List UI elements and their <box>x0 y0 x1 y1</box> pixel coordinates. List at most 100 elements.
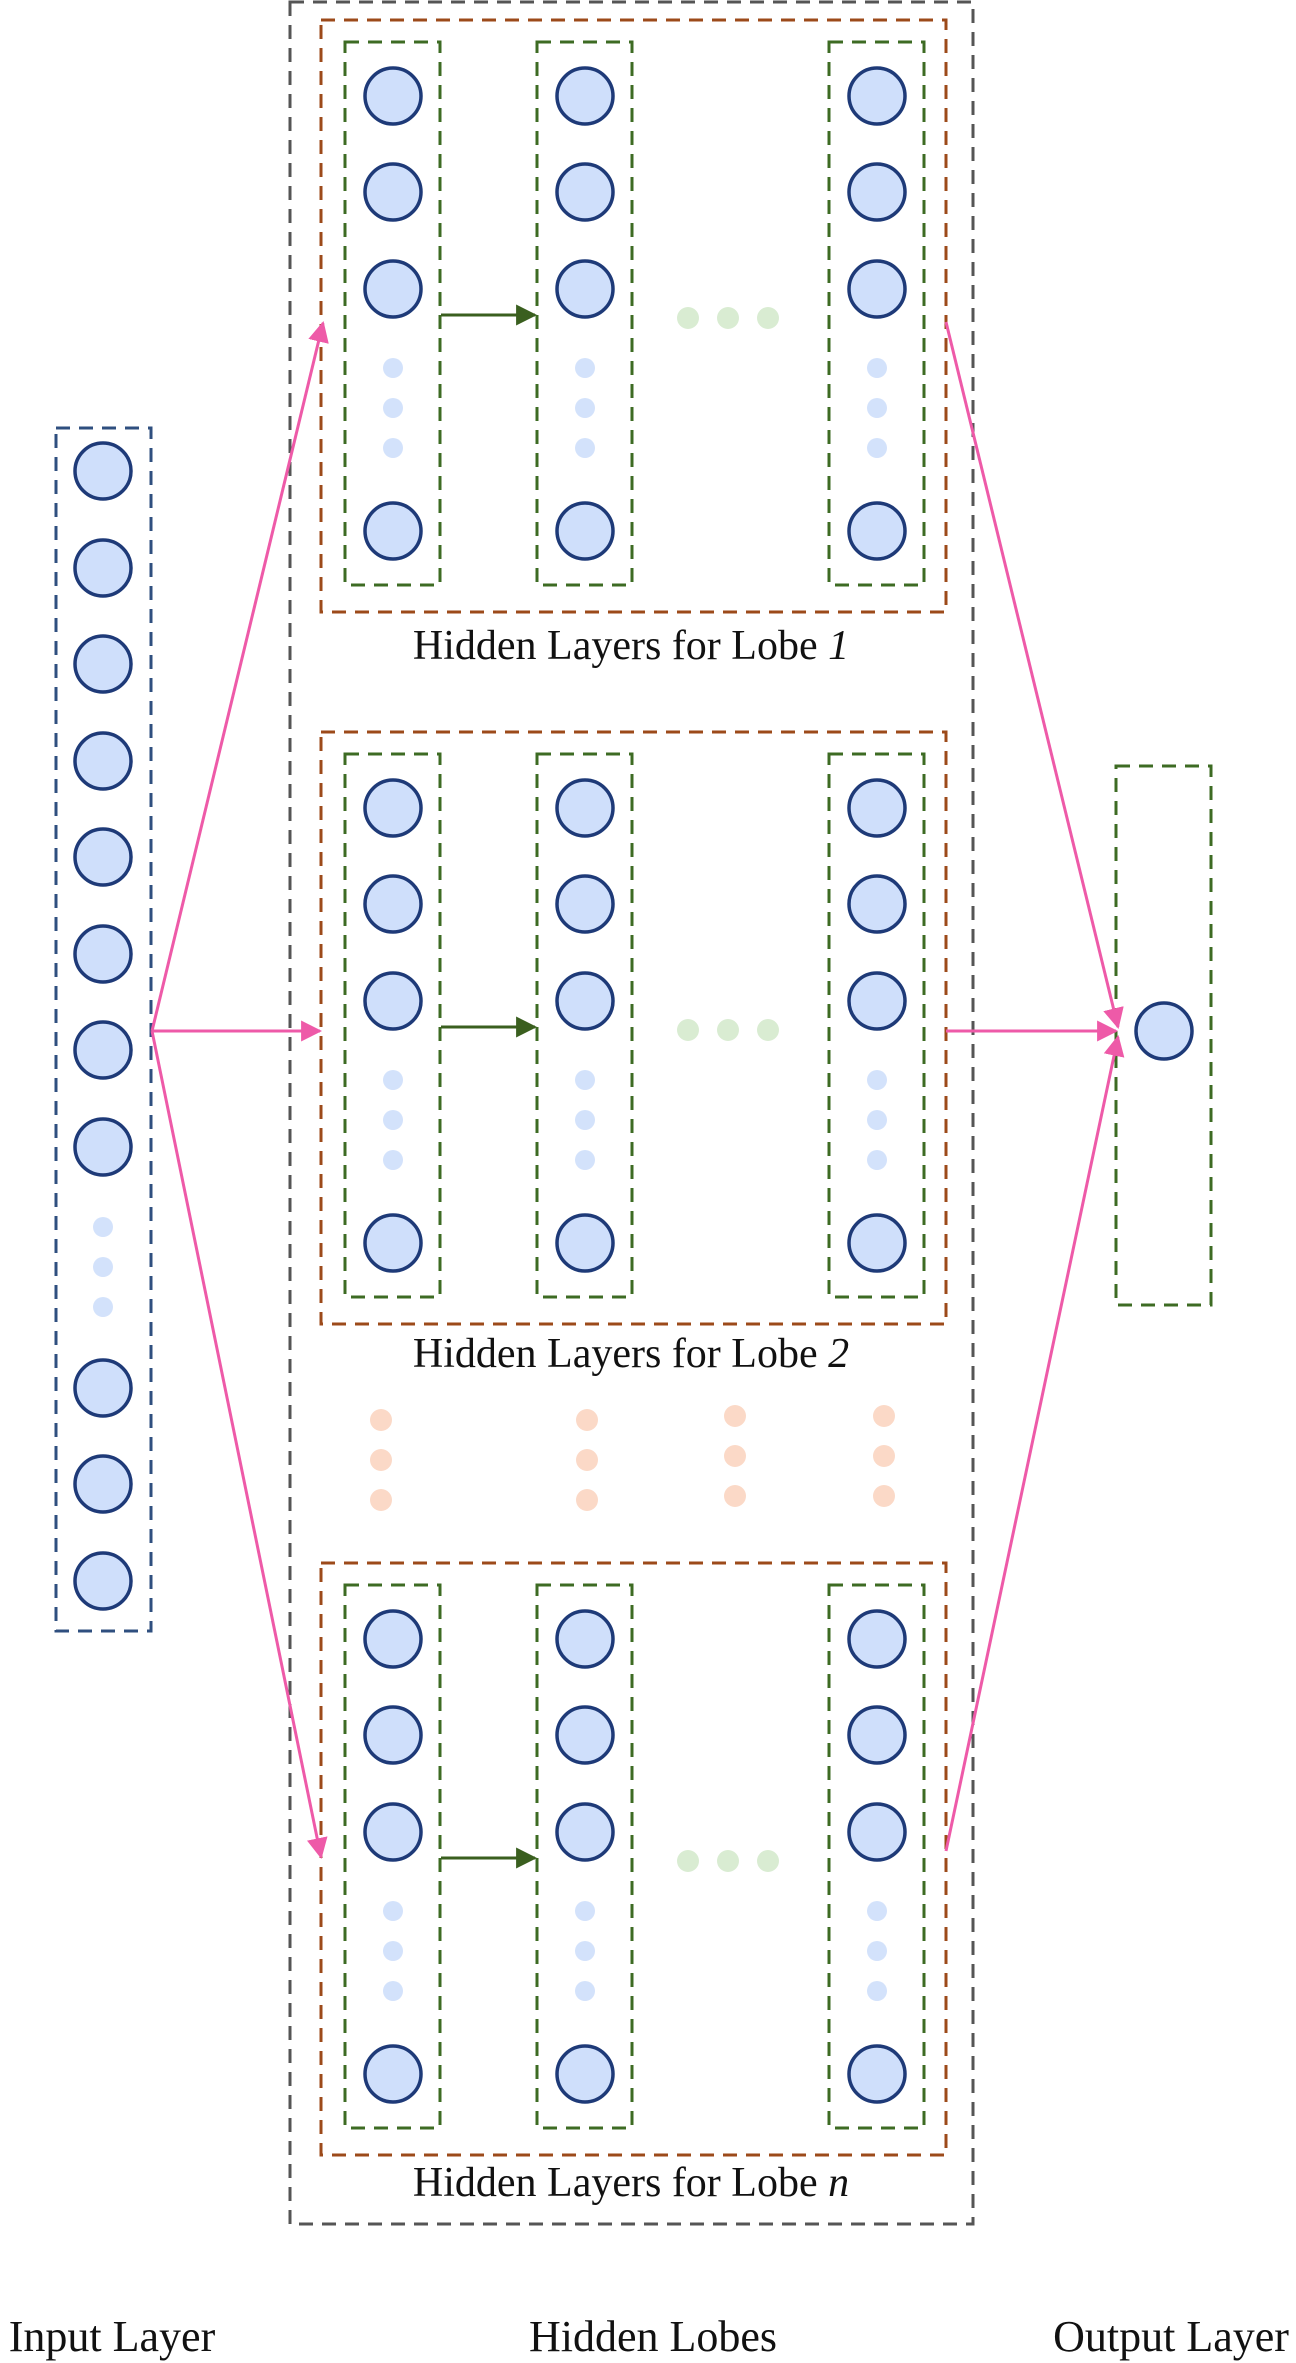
ellipsis-dot <box>757 1850 779 1872</box>
hidden-neuron <box>847 162 907 222</box>
ellipsis-dot <box>383 358 403 378</box>
input-neuron <box>73 924 133 984</box>
hidden-neuron <box>363 259 423 319</box>
ellipsis-dot <box>370 1409 392 1431</box>
ellipsis-dot <box>757 307 779 329</box>
hidden-neuron <box>363 1213 423 1273</box>
hidden-layer-box <box>343 752 442 1299</box>
lobe-1 <box>319 18 948 614</box>
ellipsis-dot <box>867 1941 887 1961</box>
hidden-neuron <box>363 1705 423 1765</box>
hidden-neuron <box>847 259 907 319</box>
lobe-ellipsis-dots <box>370 1405 895 1511</box>
hidden-neuron <box>363 874 423 934</box>
ellipsis-dot <box>383 1901 403 1921</box>
ellipsis-dot <box>93 1257 113 1277</box>
hidden-lobes-label: Hidden Lobes <box>529 2312 777 2361</box>
ellipsis-dot <box>383 1070 403 1090</box>
hidden-layer-box <box>827 1583 926 2130</box>
arrow-lobe-n-to-output <box>944 1034 1125 1852</box>
ellipsis-dot <box>383 1150 403 1170</box>
hidden-neuron <box>555 66 615 126</box>
ellipsis-dot <box>575 398 595 418</box>
hidden-neuron <box>363 162 423 222</box>
hidden-neuron <box>555 501 615 561</box>
hidden-neuron <box>363 501 423 561</box>
hidden-neuron <box>847 874 907 934</box>
lobe-2 <box>319 730 948 1326</box>
ellipsis-dot <box>867 1150 887 1170</box>
hidden-neuron <box>847 971 907 1031</box>
hidden-neuron <box>555 2044 615 2104</box>
hidden-neuron <box>847 1705 907 1765</box>
input-neurons <box>73 441 133 1611</box>
ellipsis-dot <box>717 307 739 329</box>
ellipsis-dot <box>724 1485 746 1507</box>
ellipsis-dot <box>867 1901 887 1921</box>
ellipsis-dot <box>575 358 595 378</box>
ellipsis-dot <box>575 438 595 458</box>
hidden-neuron <box>847 501 907 561</box>
input-neuron <box>73 827 133 887</box>
output-neuron <box>1134 1001 1194 1061</box>
hidden-neuron <box>847 1802 907 1862</box>
ellipsis-dot <box>867 398 887 418</box>
hidden-neuron <box>847 1213 907 1273</box>
flow-arrows <box>150 320 1125 1860</box>
ellipsis-dot <box>576 1449 598 1471</box>
ellipsis-dot <box>867 438 887 458</box>
hidden-lobes-container <box>288 0 975 2226</box>
ellipsis-dot <box>867 358 887 378</box>
ellipsis-dot <box>370 1489 392 1511</box>
ellipsis-dot <box>93 1297 113 1317</box>
input-neuron <box>73 1117 133 1177</box>
ellipsis-dot <box>724 1405 746 1427</box>
lobe-2-caption: Hidden Layers for Lobe 2 <box>413 1331 849 1377</box>
output-layer <box>1114 764 1213 1307</box>
hidden-lobes <box>319 18 948 2157</box>
hidden-neuron <box>363 66 423 126</box>
lobe-box <box>319 1561 948 2157</box>
ellipsis-dot <box>370 1449 392 1471</box>
ellipsis-dot <box>383 438 403 458</box>
ellipsis-dot <box>93 1217 113 1237</box>
ellipsis-dot <box>383 1981 403 2001</box>
input-neuron <box>73 1358 133 1418</box>
hidden-layer-box <box>827 752 926 1299</box>
hidden-neuron <box>363 971 423 1031</box>
lobe-box <box>319 18 948 614</box>
ellipsis-dot <box>575 1110 595 1130</box>
lobe-box <box>319 730 948 1326</box>
ellipsis-dot <box>383 398 403 418</box>
ellipsis-dot <box>575 1070 595 1090</box>
input-neuron <box>73 441 133 501</box>
hidden-layer-box <box>535 752 634 1299</box>
hidden-neuron <box>555 1609 615 1669</box>
arrow-lobe-1-to-output <box>944 321 1124 1030</box>
lobe-1-caption: Hidden Layers for Lobe 1 <box>413 623 849 669</box>
ellipsis-dot <box>724 1445 746 1467</box>
hidden-neuron <box>555 778 615 838</box>
lobe-n-caption: Hidden Layers for Lobe n <box>413 2160 849 2206</box>
hidden-neuron <box>363 2044 423 2104</box>
ellipsis-dot <box>575 1901 595 1921</box>
hidden-layer-box <box>343 40 442 587</box>
ellipsis-dot <box>383 1941 403 1961</box>
hidden-neuron <box>847 778 907 838</box>
hidden-layer-box <box>535 1583 634 2130</box>
ellipsis-dot <box>575 1981 595 2001</box>
hidden-layer-box <box>343 1583 442 2130</box>
ellipsis-dot <box>576 1489 598 1511</box>
hidden-neuron <box>555 259 615 319</box>
hidden-neuron <box>363 778 423 838</box>
hidden-neuron <box>555 1213 615 1273</box>
input-neuron <box>73 1454 133 1514</box>
hidden-layer-box <box>535 40 634 587</box>
ellipsis-dot <box>873 1445 895 1467</box>
input-ellipsis-dots <box>93 1217 113 1317</box>
hidden-neuron <box>847 2044 907 2104</box>
hidden-neuron <box>847 1609 907 1669</box>
input-neuron <box>73 1020 133 1080</box>
input-neuron <box>73 1551 133 1611</box>
